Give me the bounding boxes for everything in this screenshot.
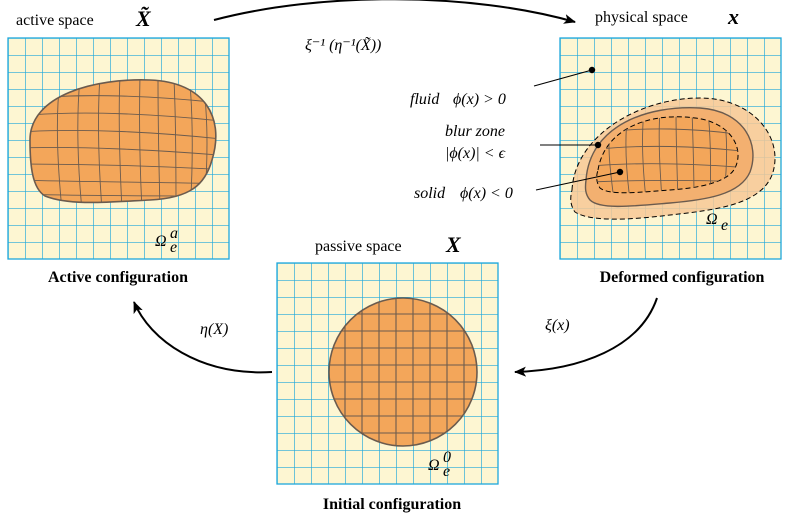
arrow-top (213, 0, 576, 24)
passive-region (329, 298, 477, 446)
passive-mesh (329, 298, 477, 446)
blur-point (594, 141, 602, 149)
active-panel: active space X̃ Ω e a Active configurati… (7, 6, 230, 286)
passive-region-label: Ω (428, 457, 440, 474)
active-caption: Active configuration (48, 269, 188, 286)
active-region-sub: e (170, 239, 177, 256)
mapping-top: ξ⁻¹ (η⁻¹(X̃)) (305, 36, 381, 54)
physical-panel: physical space x Ω e Deformed configurat… (559, 4, 782, 286)
passive-caption: Initial configuration (323, 496, 461, 513)
physical-space-label: physical space (595, 9, 688, 26)
blur-word: blur zone (445, 123, 505, 140)
passive-space-symbol: X (445, 232, 462, 257)
passive-region-sup: 0 (443, 449, 451, 466)
passive-panel: passive space X Ω e 0 Initial configurat… (276, 232, 499, 513)
arrow-left (133, 301, 273, 374)
solid-expr: ϕ(x) < 0 (460, 185, 513, 202)
mapping-left: η(X) (200, 321, 228, 338)
fluid-expr: ϕ(x) > 0 (453, 91, 506, 108)
physical-region-label: Ω (706, 211, 718, 228)
active-space-label: active space (16, 12, 94, 29)
solid-region (596, 116, 739, 194)
physical-region-sub: e (721, 217, 728, 234)
active-region-sup: a (170, 225, 178, 242)
passive-space-label: passive space (315, 238, 402, 255)
passive-region-sub: e (443, 463, 450, 480)
mapping-right: ξ(x) (545, 317, 570, 334)
annotations: fluid ϕ(x) > 0 blur zone |ϕ(x)| < ϵ soli… (410, 66, 624, 202)
solid-word: solid (414, 185, 446, 202)
arrow-right (514, 297, 658, 377)
blur-expr: |ϕ(x)| < ϵ (445, 145, 506, 162)
solid-point (616, 168, 624, 176)
arrows (133, 0, 658, 377)
fluid-point (588, 66, 596, 74)
physical-caption: Deformed configuration (600, 269, 765, 286)
active-space-symbol: X̃ (135, 6, 152, 31)
physical-space-symbol: x (727, 4, 739, 29)
fluid-word: fluid (410, 91, 440, 108)
active-region-label: Ω (155, 233, 167, 250)
